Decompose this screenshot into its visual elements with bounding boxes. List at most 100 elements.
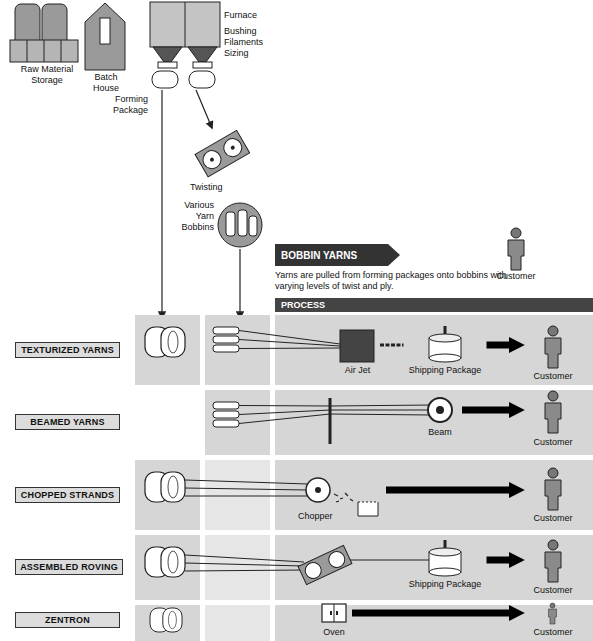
product-label: TEXTURIZED YARNS [15, 342, 120, 358]
product-label: CHOPPED STRANDS [15, 487, 120, 503]
flow-arrow [352, 610, 512, 617]
shipping-package [429, 568, 461, 576]
oven [334, 604, 335, 622]
reed-bar [329, 398, 332, 444]
row-panels [275, 535, 593, 600]
node-text: Beam [428, 427, 452, 438]
row-panels [135, 605, 200, 641]
node-text: BOBBIN YARNS [281, 250, 357, 261]
row-panels [275, 315, 593, 385]
oven [322, 604, 346, 622]
yarn-strands [330, 405, 432, 406]
batch-house [85, 3, 125, 70]
forming-package-icon [150, 608, 182, 632]
chopper [334, 494, 338, 496]
row-panels [205, 315, 270, 385]
banner-shape [275, 244, 400, 266]
twisting-machine [195, 130, 250, 177]
flow-arrow [161, 90, 162, 318]
batch-house [85, 3, 125, 70]
yarn-strands [239, 410, 330, 415]
customer: Customer [528, 324, 578, 382]
customer: Customer [528, 538, 578, 596]
furnace [150, 2, 220, 47]
row-panels [135, 460, 200, 530]
customer: Customer [528, 602, 578, 638]
yarn-strands [185, 488, 307, 490]
node-text: Customer [533, 371, 572, 382]
yarn-strands [185, 555, 304, 562]
yarn-strands [330, 414, 432, 415]
row-panels [275, 605, 593, 641]
shipping-package [429, 334, 461, 342]
batch-house [100, 18, 110, 44]
yarn-strands [185, 496, 308, 497]
process-step: Beam [418, 396, 462, 438]
flow-arrow [239, 249, 240, 318]
process-step: Air Jet [335, 328, 380, 376]
yarn-strands [330, 410, 430, 411]
yarn-bobbins [218, 203, 262, 247]
yarn-strands [239, 414, 330, 424]
node-text: Customer [533, 627, 572, 638]
part-label: Yarns are pulled from forming packages o… [275, 270, 507, 292]
furnace [188, 47, 217, 62]
customer-figure [545, 391, 561, 433]
node-text: TEXTURIZED YARNS [21, 345, 114, 356]
yarn-strand [380, 344, 404, 347]
furnace [150, 2, 220, 68]
yarn-strands [239, 405, 330, 407]
yarn-strands [239, 340, 340, 347]
raw-material-silos [27, 40, 28, 62]
node-text: CHOPPED STRANDS [21, 490, 115, 501]
raw-material-silos [10, 4, 78, 62]
shipping-package [429, 540, 461, 576]
shipping-package [429, 354, 461, 362]
row-panels [275, 390, 593, 455]
forming-package-icon [152, 71, 215, 88]
row-panels [205, 605, 270, 641]
forming-package-icon [145, 472, 185, 502]
oven [330, 611, 332, 615]
yarn-strands [185, 480, 308, 484]
chopper [345, 493, 348, 496]
row-panels [135, 315, 593, 641]
yarn-bobbins [238, 210, 247, 236]
part-label: Bushing Filaments Sizing [224, 26, 279, 59]
yarn-bobbins [249, 216, 257, 236]
chopper [315, 487, 321, 493]
twisting-machine [220, 135, 245, 160]
forming-package-icon [145, 547, 185, 577]
node-text: Oven [323, 627, 345, 638]
header-band: PROCESS [275, 298, 593, 312]
node-text: Chopper [298, 511, 333, 522]
furnace [185, 2, 186, 47]
row-panels [205, 460, 270, 530]
flow-arrow [462, 407, 512, 414]
chopper [334, 493, 353, 502]
oven [322, 604, 346, 622]
furnace [158, 62, 177, 68]
yarn-strands [239, 331, 340, 349]
flow-arrow [386, 487, 512, 494]
node-text: Shipping Package [409, 579, 482, 590]
part-label: Various Yarn Bobbins [168, 200, 214, 233]
chopper [350, 499, 353, 501]
customer: Customer [528, 390, 578, 448]
process-step: Shipping Package [404, 326, 487, 376]
node-text: PROCESS [281, 300, 325, 311]
yarn-strands [239, 405, 432, 424]
shipping-package [429, 548, 461, 556]
node-text: ASSEMBLED ROVING [20, 562, 118, 573]
yarn-strands [185, 480, 308, 496]
chopper [358, 502, 378, 503]
twisting-machine [230, 145, 235, 150]
yarn-strands [185, 570, 304, 571]
oven [336, 611, 338, 615]
node-text: Air Jet [345, 365, 371, 376]
chopper [358, 502, 378, 516]
raw-material-silos [10, 40, 78, 62]
part-label: Furnace [224, 10, 284, 21]
row-panels [135, 315, 200, 385]
